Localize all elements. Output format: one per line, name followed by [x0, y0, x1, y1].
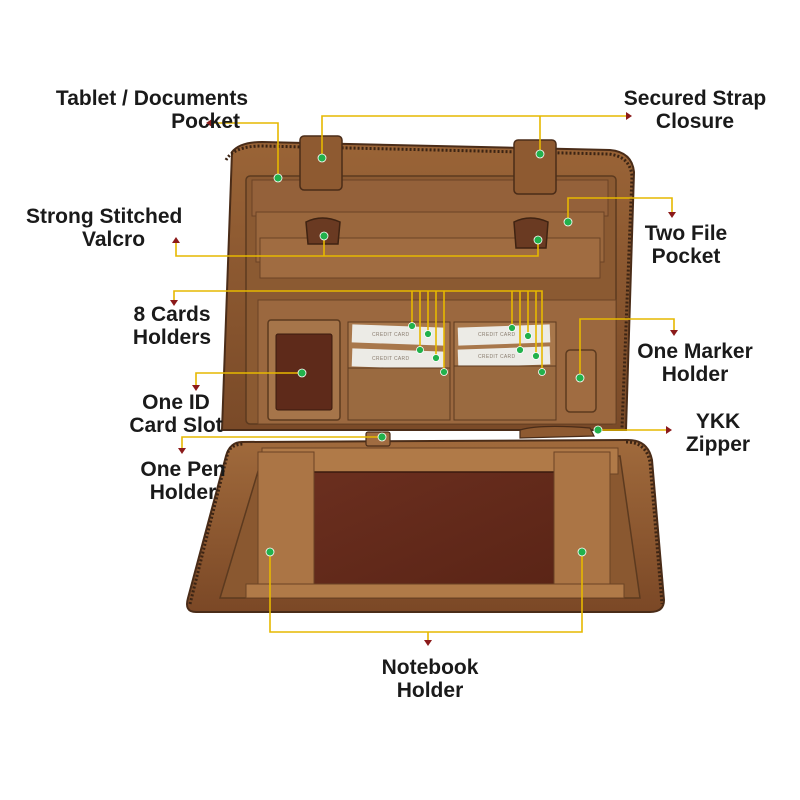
label-cards-holders-line2: Holders	[132, 326, 212, 349]
label-strap-closure-line1: Secured Strap	[623, 87, 767, 110]
arrow-cards-holders	[170, 300, 178, 306]
label-id-card-slot-line1: One ID	[142, 391, 210, 414]
label-notebook-holder-line1: Notebook	[381, 656, 479, 679]
leader-lines	[173, 115, 675, 642]
label-ykk-zipper-line1: YKK	[695, 410, 741, 433]
arrow-ykk-zipper	[666, 426, 672, 434]
arrow-strap-closure	[626, 112, 632, 120]
label-id-card-slot: One ID Card Slot	[112, 391, 240, 437]
arrow-marker-holder	[670, 330, 678, 336]
label-strap-closure: Secured Strap Closure	[606, 87, 784, 133]
label-cards-holders: 8 Cards Holders	[116, 303, 228, 349]
label-pen-holder-line2: Holder	[149, 481, 217, 504]
label-ykk-zipper: YKK Zipper	[666, 410, 770, 456]
arrow-notebook-holder	[424, 640, 432, 646]
arrow-heads	[170, 112, 678, 646]
label-strap-closure-line2: Closure	[655, 110, 735, 133]
label-notebook-holder: Notebook Holder	[356, 656, 504, 702]
card-print-2: CREDIT CARD	[372, 356, 409, 362]
label-marker-holder-line2: Holder	[661, 363, 729, 386]
arrow-tablet-pocket	[206, 119, 212, 127]
label-stitched-velcro: Strong Stitched Valcro	[26, 205, 226, 251]
label-marker-holder-line1: One Marker	[637, 340, 753, 363]
arrow-stitched-velcro	[172, 237, 180, 243]
marker-dots	[265, 149, 603, 557]
label-tablet-pocket-line2: Pocket	[171, 110, 240, 133]
organizer-top-half: CREDIT CARD CREDIT CARD CREDIT CARD CRED…	[220, 135, 636, 439]
label-two-file-pocket: Two File Pocket	[626, 222, 746, 268]
label-stitched-velcro-line2: Valcro	[82, 228, 146, 251]
label-pen-holder: One Pen Holder	[108, 458, 258, 504]
label-tablet-pocket: Tablet / Documents Pocket	[36, 87, 268, 133]
card-print-4: CREDIT CARD	[478, 354, 515, 360]
label-stitched-velcro-line1: Strong Stitched	[26, 205, 183, 228]
arrow-two-file-pocket	[668, 212, 676, 218]
card-print-1: CREDIT CARD	[372, 332, 409, 338]
card-print-3: CREDIT CARD	[478, 332, 515, 338]
label-cards-holders-line1: 8 Cards	[133, 303, 211, 326]
label-pen-holder-line1: One Pen	[140, 458, 226, 481]
label-notebook-holder-line2: Holder	[396, 679, 464, 702]
label-two-file-pocket-line1: Two File	[644, 222, 728, 245]
arrow-id-card-slot	[192, 385, 200, 391]
label-id-card-slot-line2: Card Slot	[129, 414, 223, 437]
organizer-bottom-half	[186, 431, 666, 613]
label-two-file-pocket-line2: Pocket	[651, 245, 721, 268]
label-tablet-pocket-line1: Tablet / Documents	[55, 87, 249, 110]
label-marker-holder: One Marker Holder	[620, 340, 770, 386]
label-ykk-zipper-line2: Zipper	[685, 433, 751, 456]
arrow-pen-holder	[178, 448, 186, 454]
